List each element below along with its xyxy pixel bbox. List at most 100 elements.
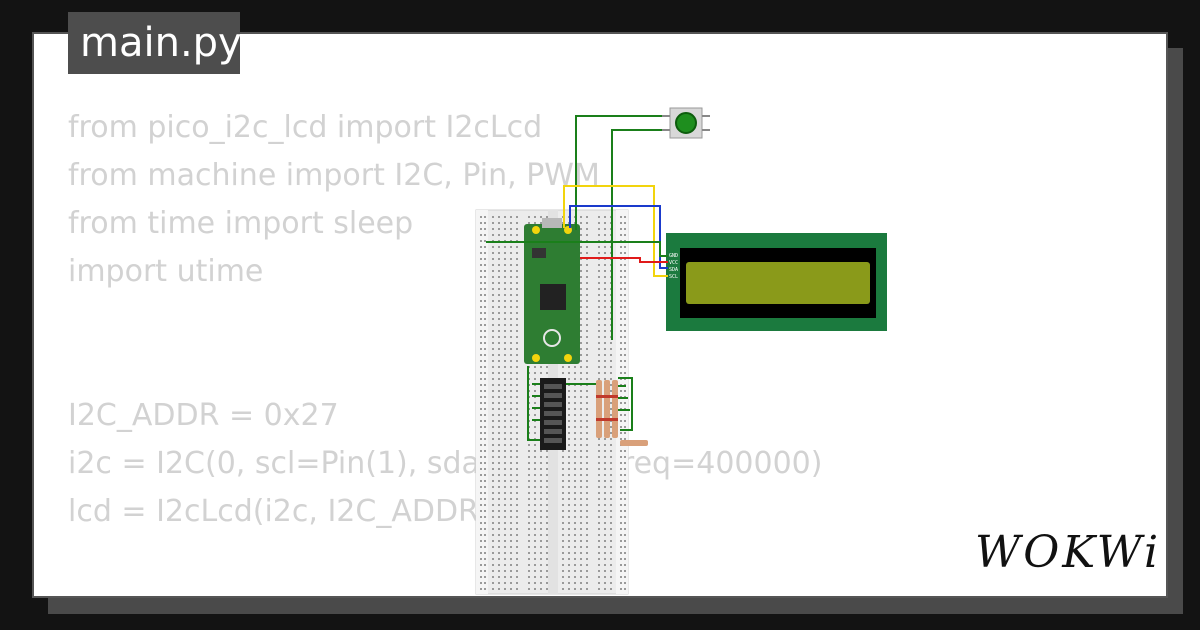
breadboard-hole	[610, 348, 612, 350]
breadboard-hole	[480, 318, 482, 320]
breadboard-hole	[610, 558, 612, 560]
breadboard-hole	[568, 480, 570, 482]
breadboard-hole	[516, 510, 518, 512]
breadboard-hole	[510, 372, 512, 374]
breadboard-hole	[610, 378, 612, 380]
breadboard-hole	[510, 390, 512, 392]
breadboard-hole	[598, 330, 600, 332]
breadboard-hole	[610, 480, 612, 482]
breadboard-hole	[580, 402, 582, 404]
breadboard-hole	[598, 306, 600, 308]
breadboard-hole	[580, 510, 582, 512]
breadboard-hole	[620, 426, 622, 428]
breadboard-hole	[484, 342, 486, 344]
breadboard-hole	[580, 318, 582, 320]
wokwi-logo: WOKWi	[975, 527, 1162, 578]
breadboard-hole	[480, 414, 482, 416]
breadboard-hole	[604, 288, 606, 290]
breadboard-hole	[574, 582, 576, 584]
breadboard-hole	[620, 276, 622, 278]
breadboard-hole	[604, 216, 606, 218]
breadboard-hole	[624, 234, 626, 236]
breadboard-hole	[534, 564, 536, 566]
breadboard-hole	[580, 516, 582, 518]
breadboard-hole	[604, 582, 606, 584]
breadboard-hole	[620, 342, 622, 344]
breadboard-hole	[568, 570, 570, 572]
breadboard-hole	[598, 558, 600, 560]
breadboard-hole	[516, 516, 518, 518]
breadboard-hole	[498, 282, 500, 284]
breadboard-hole	[498, 348, 500, 350]
breadboard-hole	[498, 336, 500, 338]
breadboard-hole	[586, 588, 588, 590]
breadboard-hole	[480, 402, 482, 404]
breadboard-hole	[562, 480, 564, 482]
breadboard-hole	[580, 246, 582, 248]
breadboard-hole	[598, 300, 600, 302]
breadboard-hole	[484, 498, 486, 500]
breadboard-hole	[504, 450, 506, 452]
breadboard-hole	[516, 486, 518, 488]
breadboard-hole	[610, 384, 612, 386]
breadboard-hole	[610, 426, 612, 428]
breadboard-hole	[510, 426, 512, 428]
breadboard-hole	[604, 504, 606, 506]
breadboard-hole	[546, 522, 548, 524]
breadboard-hole	[610, 402, 612, 404]
breadboard-hole	[580, 498, 582, 500]
breadboard-hole	[580, 552, 582, 554]
breadboard-hole	[498, 246, 500, 248]
breadboard-hole	[498, 570, 500, 572]
breadboard-hole	[610, 534, 612, 536]
breadboard-hole	[568, 402, 570, 404]
breadboard-hole	[510, 234, 512, 236]
breadboard-hole	[586, 498, 588, 500]
breadboard-hole	[624, 564, 626, 566]
breadboard-hole	[580, 504, 582, 506]
breadboard-hole	[516, 330, 518, 332]
breadboard-hole	[516, 576, 518, 578]
breadboard-hole	[498, 330, 500, 332]
breadboard-hole	[620, 318, 622, 320]
breadboard-hole	[484, 486, 486, 488]
breadboard-hole	[604, 546, 606, 548]
breadboard-hole	[624, 342, 626, 344]
breadboard-hole	[610, 564, 612, 566]
breadboard-hole	[574, 570, 576, 572]
breadboard-hole	[586, 312, 588, 314]
breadboard-hole	[480, 444, 482, 446]
breadboard-hole	[624, 414, 626, 416]
breadboard-hole	[516, 468, 518, 470]
breadboard-hole	[492, 462, 494, 464]
breadboard-hole	[480, 300, 482, 302]
breadboard-hole	[604, 222, 606, 224]
breadboard-hole	[586, 474, 588, 476]
breadboard-hole	[504, 336, 506, 338]
breadboard-hole	[480, 516, 482, 518]
breadboard-hole	[562, 588, 564, 590]
breadboard-hole	[504, 492, 506, 494]
breadboard-hole	[620, 372, 622, 374]
breadboard-hole	[498, 510, 500, 512]
breadboard-hole	[546, 582, 548, 584]
breadboard-hole	[498, 258, 500, 260]
breadboard-hole	[624, 222, 626, 224]
breadboard-hole	[574, 408, 576, 410]
breadboard-hole	[492, 288, 494, 290]
breadboard-hole	[492, 456, 494, 458]
breadboard-hole	[598, 540, 600, 542]
breadboard-hole	[504, 282, 506, 284]
breadboard-hole	[546, 570, 548, 572]
breadboard-hole	[516, 342, 518, 344]
breadboard-hole	[540, 468, 542, 470]
breadboard-hole	[546, 474, 548, 476]
breadboard-hole	[484, 276, 486, 278]
breadboard-hole	[568, 468, 570, 470]
breadboard-hole	[510, 378, 512, 380]
breadboard-hole	[510, 384, 512, 386]
breadboard-hole	[580, 528, 582, 530]
breadboard-hole	[516, 528, 518, 530]
breadboard-hole	[624, 558, 626, 560]
breadboard-hole	[620, 222, 622, 224]
